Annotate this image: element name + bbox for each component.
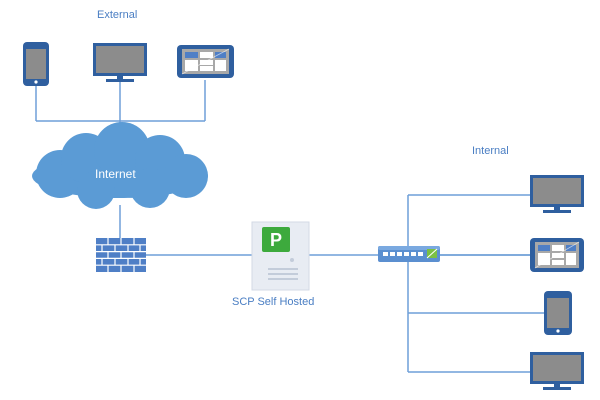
server-icon xyxy=(251,221,310,291)
smartphone-icon xyxy=(544,291,572,335)
label-internal: Internal xyxy=(472,145,509,157)
label-external: External xyxy=(97,9,138,21)
label-internet: Internet xyxy=(95,167,136,181)
monitor-icon xyxy=(93,43,147,82)
network-switch-icon xyxy=(378,246,440,262)
smartphone-icon xyxy=(23,42,49,86)
server-logo-letter: P xyxy=(269,230,282,250)
tablet-icon xyxy=(530,238,584,272)
server-logo xyxy=(262,227,290,252)
monitor-icon xyxy=(530,175,584,213)
label-server: SCP Self Hosted xyxy=(232,296,315,308)
monitor-icon xyxy=(530,352,584,390)
tablet-icon xyxy=(177,45,234,78)
cloud-icon xyxy=(32,122,208,209)
firewall-icon xyxy=(96,238,146,272)
